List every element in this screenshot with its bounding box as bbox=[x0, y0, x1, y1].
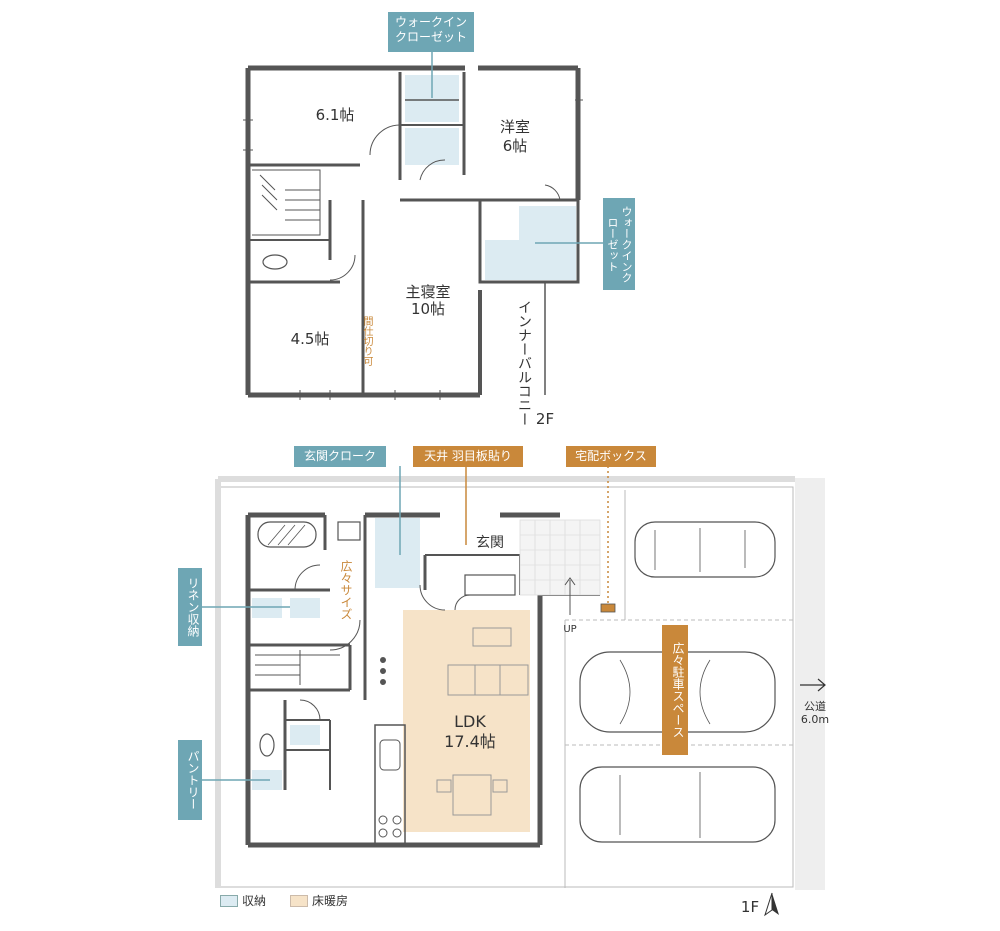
wic-right-callout: ウォークインクローゼット bbox=[603, 198, 635, 290]
ldk-size-label: 17.4帖 bbox=[444, 732, 496, 751]
legend-heating-label: 床暖房 bbox=[312, 894, 349, 908]
road-label: 公道 bbox=[804, 700, 826, 713]
heating-swatch bbox=[290, 894, 308, 907]
room-61-label: 6.1帖 bbox=[315, 106, 355, 124]
youshitsu-label: 洋室 bbox=[499, 118, 530, 136]
parking-callout: 広々駐車スペース bbox=[662, 625, 688, 755]
car-icon bbox=[634, 521, 776, 578]
legend-storage-label: 収納 bbox=[242, 894, 267, 908]
genkan-label: 玄関 bbox=[476, 535, 504, 551]
storage-swatch bbox=[220, 894, 238, 907]
legend-heating: 床暖房 bbox=[290, 892, 348, 909]
master-bedroom-size-label: 10帖 bbox=[410, 300, 446, 318]
floor2-plan bbox=[243, 65, 583, 400]
master-bedroom-label: 主寝室 bbox=[405, 283, 451, 301]
compass-icon bbox=[764, 892, 779, 917]
floor1-plan bbox=[215, 476, 825, 890]
room-45-label: 4.5帖 bbox=[290, 330, 330, 348]
inner-balcony-label: インナーバルコニー bbox=[516, 300, 532, 426]
delivery-box-callout: 宅配ボックス bbox=[566, 446, 656, 467]
hirobiro-label: 広々サイズ bbox=[339, 560, 353, 620]
ldk-label: LDK bbox=[454, 712, 486, 731]
car-icon bbox=[579, 766, 776, 843]
floor1-label: 1F bbox=[740, 898, 760, 916]
genkan-cloak-callout: 玄関クローク bbox=[294, 446, 386, 467]
wic-top-callout: ウォークイン クローゼット bbox=[388, 12, 474, 52]
road-width-label: 6.0m bbox=[800, 713, 830, 726]
up-label: UP bbox=[563, 624, 577, 635]
linen-callout: リネン収納 bbox=[178, 568, 202, 646]
partition-label: 間仕切り可 bbox=[361, 316, 372, 366]
arrow-right-icon bbox=[800, 678, 826, 692]
pantry-callout: パントリー bbox=[178, 740, 202, 820]
ceiling-callout: 天井 羽目板貼り bbox=[413, 446, 523, 467]
youshitsu-size-label: 6帖 bbox=[502, 137, 528, 155]
legend-storage: 収納 bbox=[220, 892, 266, 909]
floor2-label: 2F bbox=[535, 410, 555, 428]
